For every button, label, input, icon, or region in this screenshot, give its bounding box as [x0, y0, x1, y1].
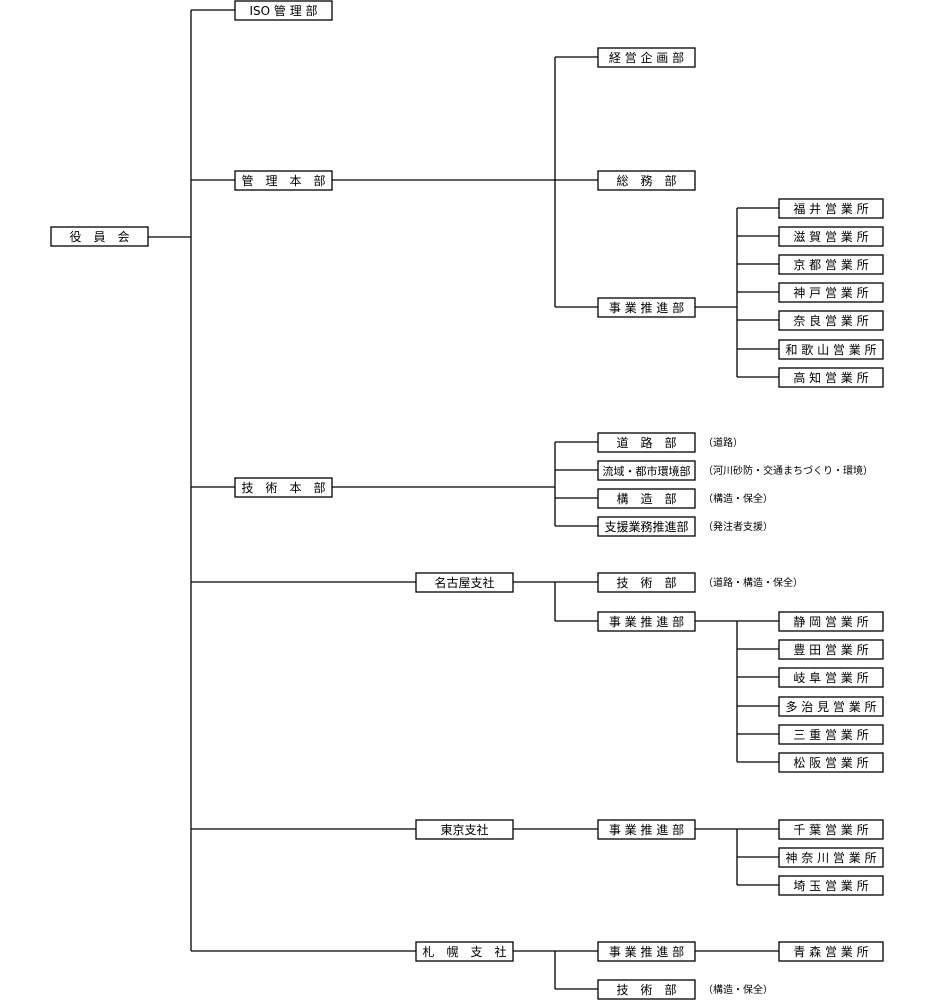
- sales-office-box: 福 井 営 業 所: [778, 198, 884, 219]
- tokyo-branch-label: 東京支社: [440, 822, 488, 837]
- sales-office-box: 神 戸 営 業 所: [778, 282, 884, 303]
- sales-office-label: 静 岡 営 業 所: [793, 615, 868, 629]
- sales-office-box: 神 奈 川 営 業 所: [778, 847, 884, 868]
- admin-hq-label: 管 理 本 部: [241, 173, 325, 188]
- sales-office-box: 青 森 営 業 所: [778, 941, 884, 962]
- sales-office-box: 滋 賀 営 業 所: [778, 226, 884, 247]
- sales-office-label: 豊 田 営 業 所: [793, 643, 868, 657]
- tech-dept-label: 支援業務推進部: [604, 519, 688, 534]
- general-affairs-box: 総 務 部: [597, 170, 696, 191]
- sales-office-box: 松 阪 営 業 所: [778, 752, 884, 773]
- dept-note: （河川砂防・交通まちづくり・環境）: [703, 464, 873, 477]
- sales-office-label: 千 葉 営 業 所: [793, 823, 868, 837]
- sales-office-box: 岐 阜 営 業 所: [778, 667, 884, 688]
- admin-promo-label: 事 業 推 進 部: [609, 300, 684, 315]
- iso-dept-label: ISO 管 理 部: [249, 3, 317, 18]
- sales-office-label: 和 歌 山 営 業 所: [785, 342, 876, 357]
- dept-note: （発注者支援）: [703, 520, 773, 533]
- board-label: 役 員 会: [69, 229, 129, 244]
- sales-office-label: 三 重 営 業 所: [793, 728, 868, 742]
- tech-dept-box: 構 造 部: [597, 488, 696, 509]
- sales-office-label: 岐 阜 営 業 所: [793, 671, 868, 685]
- sales-office-box: 埼 玉 営 業 所: [778, 875, 884, 896]
- sales-office-label: 奈 良 営 業 所: [793, 313, 868, 328]
- sales-office-label: 福 井 営 業 所: [793, 201, 868, 216]
- tech-dept-label: 流域・都市環境部: [603, 464, 691, 478]
- nagoya-branch-label: 名古屋支社: [434, 575, 494, 590]
- sales-office-label: 埼 玉 営 業 所: [793, 879, 868, 893]
- tech-hq-box: 技 術 本 部: [234, 477, 333, 498]
- iso-dept-box: ISO 管 理 部: [234, 0, 333, 21]
- dept-note: （構造・保全）: [703, 492, 773, 505]
- sales-office-label: 多 治 見 営 業 所: [785, 700, 876, 714]
- sales-office-label: 神 戸 営 業 所: [793, 286, 868, 300]
- dept-note: （道路）: [703, 436, 743, 449]
- tokyo-promo-box: 事 業 推 進 部: [597, 819, 696, 840]
- sapporo-branch-box: 札 幌 支 社: [415, 941, 514, 962]
- sales-office-label: 京 都 営 業 所: [793, 258, 868, 272]
- sales-office-box: 三 重 営 業 所: [778, 724, 884, 745]
- tech-dept-box: 道 路 部: [597, 432, 696, 453]
- admin-hq-box: 管 理 本 部: [234, 170, 333, 191]
- sapporo-tech-label: 技 術 部: [616, 982, 676, 997]
- nagoya-promo-label: 事 業 推 進 部: [609, 614, 684, 629]
- tech-dept-box: 流域・都市環境部: [597, 460, 696, 481]
- sales-office-box: 多 治 見 営 業 所: [778, 696, 884, 717]
- tech-hq-label: 技 術 本 部: [241, 480, 325, 495]
- connector-lines: [148, 9, 779, 990]
- sales-office-box: 千 葉 営 業 所: [778, 819, 884, 840]
- tech-dept-label: 道 路 部: [616, 435, 676, 450]
- planning-dept-label: 経 営 企 画 部: [609, 50, 684, 65]
- sales-office-box: 京 都 営 業 所: [778, 254, 884, 275]
- sapporo-promo-label: 事 業 推 進 部: [609, 944, 684, 959]
- sales-office-box: 豊 田 営 業 所: [778, 639, 884, 660]
- general-affairs-label: 総 務 部: [616, 173, 676, 188]
- planning-dept-box: 経 営 企 画 部: [597, 47, 696, 68]
- sales-office-box: 静 岡 営 業 所: [778, 611, 884, 632]
- nagoya-tech-label: 技 術 部: [616, 575, 676, 590]
- sales-office-label: 滋 賀 営 業 所: [793, 230, 868, 244]
- sapporo-tech-box: 技 術 部: [597, 979, 696, 1000]
- sales-office-label: 高 知 営 業 所: [793, 370, 868, 385]
- dept-note: （構造・保全）: [703, 983, 773, 996]
- nagoya-promo-box: 事 業 推 進 部: [597, 611, 696, 632]
- tokyo-promo-label: 事 業 推 進 部: [609, 822, 684, 837]
- sales-office-box: 和 歌 山 営 業 所: [778, 339, 884, 360]
- sapporo-branch-label: 札 幌 支 社: [422, 944, 506, 959]
- tech-dept-box: 支援業務推進部: [597, 516, 696, 537]
- board-box: 役 員 会: [50, 226, 149, 247]
- sales-office-box: 高 知 営 業 所: [778, 367, 884, 388]
- sales-office-label: 青 森 営 業 所: [793, 944, 868, 959]
- admin-promo-box: 事 業 推 進 部: [597, 297, 696, 318]
- tokyo-branch-box: 東京支社: [415, 819, 514, 840]
- nagoya-branch-box: 名古屋支社: [415, 572, 514, 593]
- sales-office-box: 奈 良 営 業 所: [778, 310, 884, 331]
- sales-office-label: 神 奈 川 営 業 所: [785, 851, 876, 865]
- nagoya-tech-box: 技 術 部: [597, 572, 696, 593]
- sales-office-label: 松 阪 営 業 所: [793, 756, 868, 770]
- tech-dept-label: 構 造 部: [616, 491, 676, 506]
- dept-note: （道路・構造・保全）: [703, 576, 803, 589]
- sapporo-promo-box: 事 業 推 進 部: [597, 941, 696, 962]
